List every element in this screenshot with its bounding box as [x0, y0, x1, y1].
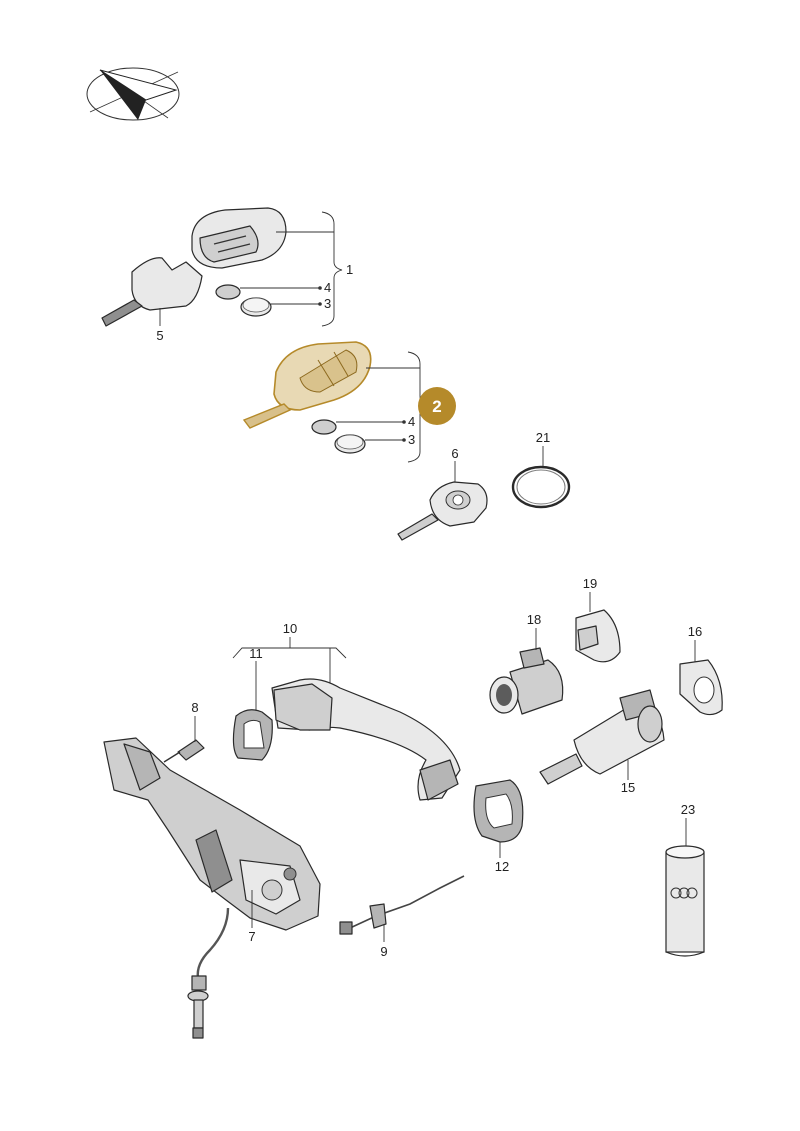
callout-3a: 3: [324, 296, 331, 311]
highlight-badge-2: 2: [418, 387, 456, 425]
handle-carrier-7: [103, 737, 321, 931]
key-fob-2-highlighted: [242, 341, 372, 429]
callout-1: 1: [346, 262, 353, 277]
battery-3b: [334, 434, 366, 454]
gasket-11: [232, 709, 273, 761]
lock-cylinder-18: [489, 647, 564, 715]
callout-10: 10: [283, 621, 297, 636]
bowden-cable: [187, 907, 230, 1039]
key-6: [397, 481, 488, 541]
badge-label-2: 2: [432, 397, 441, 416]
callout-18: 18: [527, 612, 541, 627]
callout-23: 23: [681, 802, 695, 817]
callout-5: 5: [156, 328, 163, 343]
lock-cylinder-housing-15: [539, 689, 665, 785]
orientation-logo: [86, 67, 180, 121]
callout-3b: 3: [408, 432, 415, 447]
battery-3a: [240, 297, 272, 317]
screw-8: [163, 739, 205, 763]
callout-15: 15: [621, 780, 635, 795]
seal-ring-21: [511, 465, 571, 509]
callout-21: 21: [536, 430, 550, 445]
callout-16: 16: [688, 624, 702, 639]
callout-6: 6: [451, 446, 458, 461]
outer-door-handle: [271, 678, 461, 801]
callout-4b: 4: [408, 414, 415, 429]
cover-cap-16: [679, 659, 723, 716]
callout-4a: 4: [324, 280, 331, 295]
callout-19: 19: [583, 576, 597, 591]
cover-cap-19: [575, 609, 621, 663]
key-blade-head-5: [101, 257, 203, 327]
callout-11: 11: [249, 646, 263, 661]
battery-holder-4a: [215, 284, 241, 300]
battery-holder-4b: [311, 419, 337, 435]
callout-12: 12: [495, 859, 509, 874]
key-fob-1: [191, 207, 287, 269]
gasket-12: [473, 779, 524, 843]
callout-9: 9: [380, 944, 387, 959]
wire-9: [339, 875, 465, 935]
grease-tube-23: [665, 845, 705, 957]
callout-8: 8: [191, 700, 198, 715]
callout-7: 7: [248, 929, 255, 944]
